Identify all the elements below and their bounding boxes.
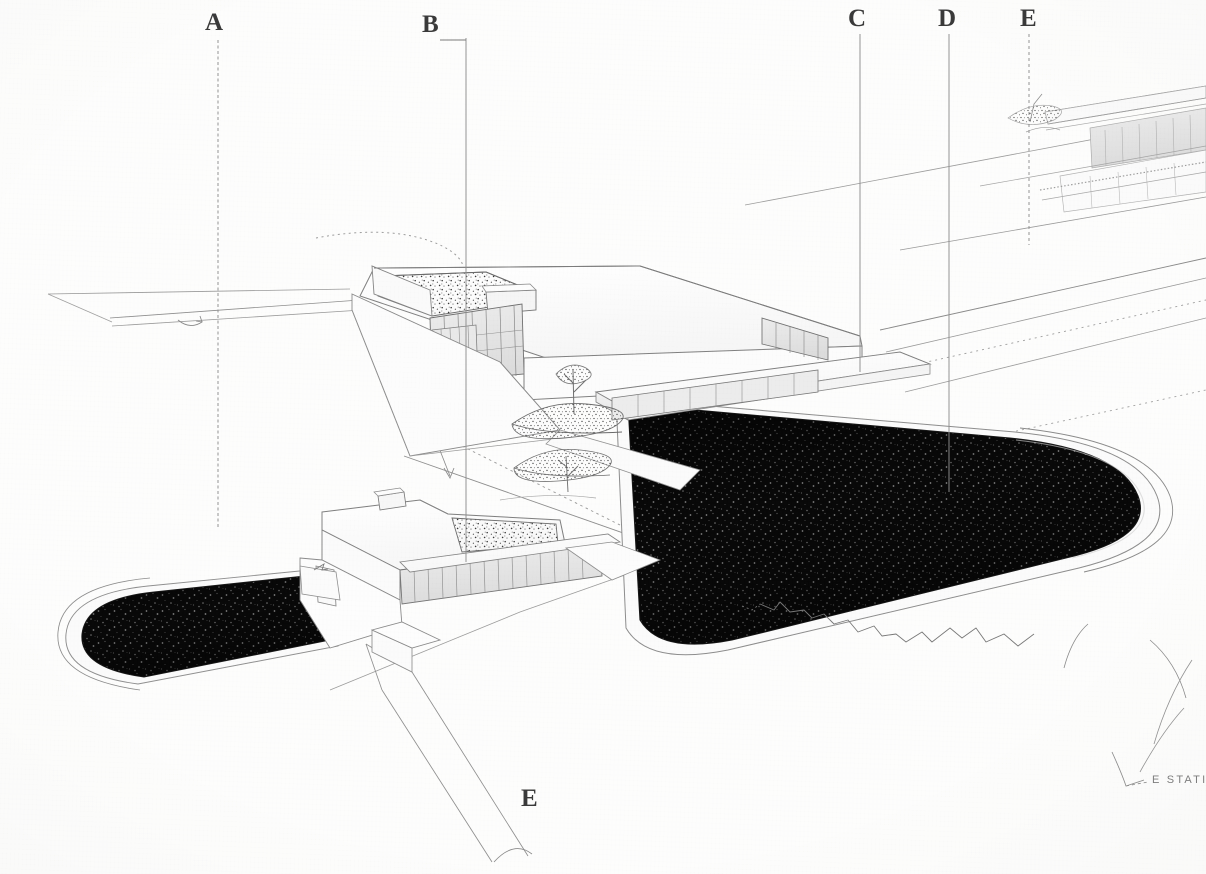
bg-ground-line-1 bbox=[1045, 103, 1206, 131]
ramp-head-top bbox=[370, 621, 442, 649]
tree-lower-canopy bbox=[513, 449, 612, 482]
small-reflecting-pool bbox=[57, 567, 339, 691]
upper-roof-parapet-left bbox=[371, 265, 433, 317]
upper-canopy-mullions bbox=[637, 373, 795, 417]
planting-edge-branch-2 bbox=[1149, 639, 1187, 699]
access-ramp bbox=[365, 621, 533, 863]
ramp-end-curve bbox=[493, 848, 533, 863]
mid-terrace-edge bbox=[904, 317, 1206, 393]
upper-deck-to-pool bbox=[545, 429, 701, 491]
section-cut-lines bbox=[217, 34, 1030, 562]
upper-terrace-front-edge bbox=[351, 309, 411, 457]
lower-building bbox=[299, 487, 662, 649]
upper-terrace-edge-2 bbox=[879, 257, 1206, 331]
upper-terrace-underline bbox=[409, 437, 563, 457]
bg-ground-slope bbox=[979, 145, 1206, 187]
left-wall-return bbox=[47, 293, 113, 323]
large-pool-outer-curve bbox=[1019, 427, 1174, 573]
small-pool-outer-curve bbox=[57, 577, 151, 691]
large-pool-rim-highlight bbox=[1015, 439, 1145, 559]
planting-edge-branch-3 bbox=[1139, 707, 1185, 773]
planting-edge-branch-1 bbox=[1063, 623, 1089, 669]
tree-lower bbox=[499, 449, 612, 501]
upper-roof-back-edge bbox=[639, 265, 861, 337]
tree-upper-canopy-edge bbox=[511, 423, 623, 434]
lower-east-extension bbox=[564, 541, 662, 581]
tree-lower-shadow bbox=[499, 495, 597, 501]
tree-upper-crown-top bbox=[555, 364, 592, 385]
section-label-e-bottom: E bbox=[521, 785, 539, 812]
lower-ground-edge-2 bbox=[329, 611, 521, 691]
estacionamento-label: E STATI bbox=[1152, 774, 1206, 786]
tree-lower-canopy-edge bbox=[513, 467, 611, 477]
left-wall-line bbox=[109, 299, 361, 319]
estacionamento-leader bbox=[1111, 751, 1149, 787]
bg-mullions bbox=[1104, 114, 1192, 167]
large-reflecting-pool bbox=[615, 397, 1174, 656]
background-building bbox=[979, 85, 1206, 213]
planting-edge-dots bbox=[741, 603, 761, 611]
background-tree bbox=[1007, 93, 1062, 133]
section-label-c: C bbox=[848, 5, 867, 32]
lower-canopy-slab bbox=[399, 533, 622, 573]
upper-glazing-east-mullions bbox=[775, 323, 819, 360]
section-label-d: D bbox=[938, 5, 957, 32]
dotted-path-upper bbox=[899, 299, 1206, 369]
left-wall-top bbox=[47, 288, 351, 295]
upper-terrace-slab bbox=[351, 293, 561, 457]
upper-roof-garden-rim bbox=[381, 271, 521, 287]
section-label-b: B bbox=[422, 11, 440, 38]
upper-clerestory-top bbox=[481, 283, 537, 293]
upper-glazing-east bbox=[761, 317, 829, 361]
bg-lower-band bbox=[1059, 149, 1206, 213]
upper-terrace-edge-1 bbox=[899, 196, 1206, 251]
lower-bridge-arrow bbox=[313, 562, 329, 571]
bg-fascia bbox=[1047, 97, 1206, 125]
upper-roof-left-edge bbox=[373, 265, 641, 269]
large-pool-water-shading bbox=[628, 404, 1141, 645]
tree-upper bbox=[511, 364, 624, 440]
ramp-wall-side bbox=[365, 643, 383, 691]
upper-building bbox=[351, 265, 932, 491]
bg-terrace-edge bbox=[1041, 171, 1206, 201]
left-wall-arrow bbox=[177, 315, 204, 326]
ramp-left-edge bbox=[381, 689, 493, 863]
lower-roof-monitor-top bbox=[373, 487, 405, 497]
planting-edge-lower bbox=[1153, 659, 1193, 745]
section-label-e-top: E bbox=[1020, 5, 1038, 32]
planting-edge-main bbox=[759, 601, 1035, 647]
upper-terrace-edge-3 bbox=[885, 277, 1206, 353]
section-label-a: A bbox=[205, 9, 224, 36]
ramp-right-edge bbox=[411, 671, 529, 857]
left-wall-bottom bbox=[111, 309, 363, 327]
lower-roof-outline bbox=[419, 499, 449, 515]
planting-curve-left bbox=[315, 231, 464, 306]
bg-lower-mullions bbox=[1089, 162, 1177, 209]
planting-edge-group bbox=[741, 601, 1193, 773]
small-pool-water-shading bbox=[81, 574, 330, 677]
bg-wall-band bbox=[1089, 107, 1206, 169]
bg-terrace-hatch bbox=[1039, 161, 1206, 191]
